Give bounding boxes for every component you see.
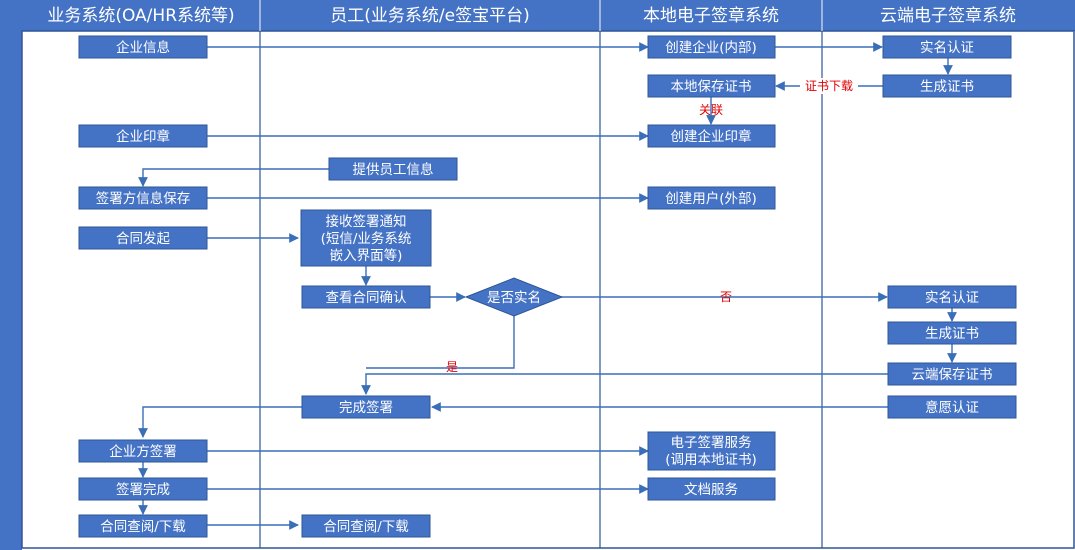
node-cloud-verify-1: 实名认证	[882, 35, 1012, 59]
node-create-user-external: 创建用户(外部)	[647, 186, 776, 210]
edges	[138, 42, 957, 530]
node-contract-view-download-biz: 合同查阅/下载	[78, 514, 208, 538]
node-cloud-gen-cert-2-label: 生成证书	[925, 326, 979, 342]
node-complete-signing-label: 完成签署	[339, 399, 393, 416]
node-company-info-label: 企业信息	[116, 39, 170, 56]
node-contract-view-download-biz-label: 合同查阅/下载	[100, 519, 186, 535]
node-contract-initiate: 合同发起	[78, 226, 208, 250]
node-cloud-save-cert: 云端保存证书	[887, 362, 1017, 386]
node-document-service-label: 文档服务	[684, 482, 738, 498]
edge-employee-info-to-signer-save	[138, 168, 329, 187]
lane-title-local: 本地电子签章系统	[643, 6, 779, 26]
node-create-company-internal: 创建企业(内部)	[647, 35, 776, 59]
node-company-sign: 企业方签署	[78, 439, 208, 463]
edge-complete-to-company-sign	[138, 406, 302, 438]
node-intent-verify-label: 意愿认证	[925, 399, 979, 416]
node-is-verified-decision: 是否实名	[464, 277, 564, 317]
node-receive-notice-line-3: 嵌入界面等)	[330, 247, 403, 264]
node-company-seal: 企业印章	[78, 124, 208, 148]
node-cloud-verify-2: 实名认证	[887, 285, 1017, 309]
label-bg-cert-download	[800, 78, 858, 94]
node-sign-complete: 签署完成	[78, 477, 208, 501]
node-company-info: 企业信息	[78, 35, 208, 59]
node-cloud-save-cert-label: 云端保存证书	[912, 367, 993, 383]
node-cloud-gen-cert-2: 生成证书	[887, 321, 1017, 345]
left-edge-bar	[0, 0, 22, 550]
node-receive-notice: 接收签署通知 (短信/业务系统 嵌入界面等)	[300, 209, 432, 267]
label-yes: 是	[446, 360, 458, 374]
node-complete-signing: 完成签署	[301, 395, 431, 419]
node-create-company-seal: 创建企业印章	[647, 124, 776, 148]
node-sign-complete-label: 签署完成	[116, 481, 170, 498]
node-receive-notice-line-2: (短信/业务系统	[321, 231, 412, 247]
label-cert-download: 证书下载	[805, 79, 853, 93]
node-local-save-cert: 本地保存证书	[647, 74, 776, 98]
node-view-confirm-contract: 查看合同确认	[301, 285, 431, 309]
node-document-service: 文档服务	[647, 477, 776, 501]
label-link: 关联	[699, 103, 723, 117]
node-provide-employee-info-label: 提供员工信息	[353, 161, 434, 178]
node-cloud-gen-cert-1: 生成证书	[882, 74, 1012, 98]
node-e-sign-service: 电子签署服务 (调用本地证书)	[647, 431, 776, 471]
lane-title-cloud: 云端电子签章系统	[880, 6, 1016, 26]
node-create-company-internal-label: 创建企业(内部)	[665, 39, 757, 56]
node-company-seal-label: 企业印章	[116, 128, 170, 145]
lane-title-business: 业务系统(OA/HR系统等)	[47, 6, 234, 26]
node-cloud-gen-cert-1-label: 生成证书	[920, 79, 974, 95]
node-e-sign-service-line-1: 电子签署服务	[671, 434, 752, 451]
node-signer-info-save-label: 签署方信息保存	[96, 190, 191, 207]
node-contract-view-download-emp: 合同查阅/下载	[301, 514, 431, 538]
node-contract-initiate-label: 合同发起	[116, 231, 170, 247]
lane-title-employee: 员工(业务系统/e签宝平台)	[330, 6, 529, 26]
node-cloud-verify-2-label: 实名认证	[925, 290, 979, 306]
node-create-user-external-label: 创建用户(外部)	[665, 190, 757, 207]
edge-decision-yes-to-complete	[366, 316, 515, 369]
node-receive-notice-line-1: 接收签署通知	[326, 213, 407, 230]
node-intent-verify: 意愿认证	[887, 395, 1017, 419]
node-e-sign-service-line-2: (调用本地证书)	[665, 452, 757, 468]
node-cloud-verify-1-label: 实名认证	[920, 40, 974, 56]
header-bar	[22, 0, 1075, 31]
node-is-verified-decision-label: 是否实名	[487, 290, 541, 306]
node-signer-info-save: 签署方信息保存	[78, 186, 208, 210]
node-view-confirm-contract-label: 查看合同确认	[326, 290, 407, 306]
label-no: 否	[720, 290, 732, 304]
edge-cloudsave-to-complete	[361, 373, 889, 395]
node-company-sign-label: 企业方签署	[109, 443, 177, 460]
node-contract-view-download-emp-label: 合同查阅/下载	[323, 519, 409, 535]
node-provide-employee-info: 提供员工信息	[328, 157, 458, 181]
node-local-save-cert-label: 本地保存证书	[671, 79, 752, 95]
diagram-frame	[21, 30, 1075, 549]
node-create-company-seal-label: 创建企业印章	[671, 128, 752, 145]
